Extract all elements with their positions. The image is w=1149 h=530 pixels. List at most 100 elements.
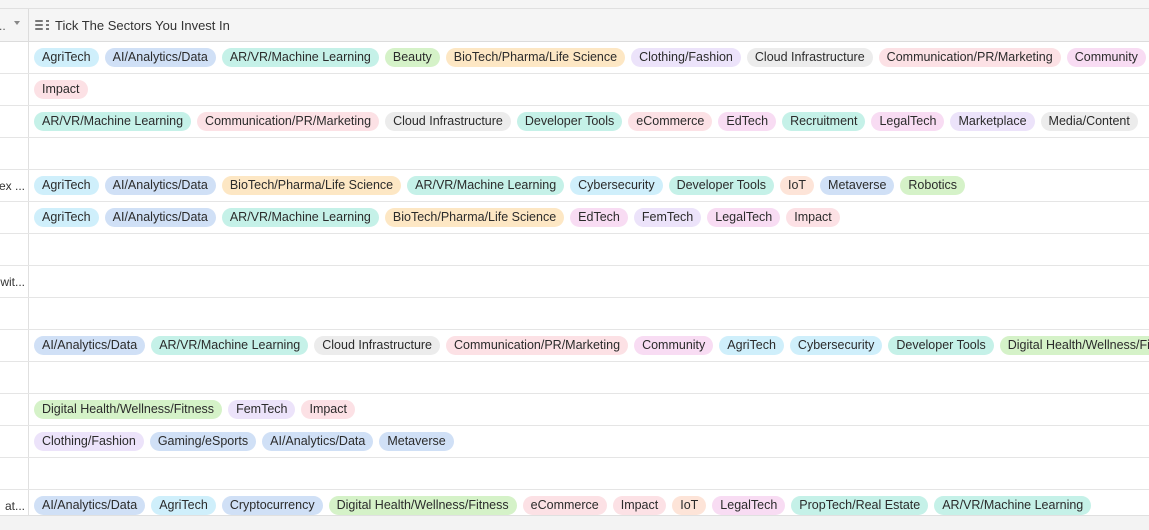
sector-tag: Community — [1066, 48, 1146, 67]
sector-tag: IoT — [779, 176, 815, 195]
previous-column-cell[interactable]: wit... — [0, 266, 29, 297]
sector-tag: Impact — [612, 496, 667, 515]
sector-tag: Cloud Infrastructure — [314, 336, 441, 355]
table-row[interactable] — [0, 234, 1149, 266]
sector-tag: EdTech — [718, 112, 777, 131]
previous-column-cell[interactable] — [0, 106, 29, 137]
sector-tag: Digital Health/Wellness/Fitness — [34, 400, 223, 419]
table-row[interactable] — [0, 298, 1149, 330]
sector-tag: LegalTech — [871, 112, 945, 131]
previous-column-cell[interactable] — [0, 138, 29, 169]
table-row[interactable]: AR/VR/Machine Learning Communication/PR/M… — [0, 106, 1149, 138]
table-row[interactable] — [0, 362, 1149, 394]
sector-tag: AR/VR/Machine Learning — [34, 112, 192, 131]
sector-tag: Communication/PR/Marketing — [197, 112, 380, 131]
previous-column-cell[interactable]: at... — [0, 490, 29, 521]
sector-tag: Metaverse — [820, 176, 895, 195]
horizontal-scrollbar[interactable] — [0, 515, 1149, 530]
sectors-column-header[interactable]: Tick The Sectors You Invest In — [29, 9, 1149, 41]
sectors-cell[interactable]: AR/VR/Machine Learning Communication/PR/M… — [29, 106, 1149, 137]
sector-tag: Communication/PR/Marketing — [878, 48, 1061, 67]
sector-tag: BioTech/Pharma/Life Science — [445, 48, 626, 67]
previous-column-cell[interactable] — [0, 426, 29, 457]
previous-column-cell[interactable] — [0, 298, 29, 329]
sectors-cell[interactable] — [29, 298, 1149, 329]
sectors-cell[interactable]: AI/Analytics/Data AR/VR/Machine Learning C… — [29, 330, 1149, 361]
sector-tag: AI/Analytics/Data — [104, 176, 216, 195]
top-toolbar-strip — [0, 0, 1149, 9]
sector-tag: AI/Analytics/Data — [34, 336, 146, 355]
sector-tag: Gaming/eSports — [149, 432, 257, 451]
sector-tag: Developer Tools — [888, 336, 994, 355]
sector-tag: IoT — [672, 496, 707, 515]
previous-column-header[interactable]: .. — [0, 9, 29, 41]
table-row[interactable]: wit... — [0, 266, 1149, 298]
sector-tag: AI/Analytics/Data — [104, 208, 216, 227]
table-row[interactable]: Clothing/Fashion Gaming/eSports AI/Analyti… — [0, 426, 1149, 458]
sectors-cell[interactable] — [29, 362, 1149, 393]
sector-tag: PropTech/Real Estate — [791, 496, 929, 515]
sector-tag: AgriTech — [34, 48, 99, 67]
table-row[interactable] — [0, 458, 1149, 490]
sector-tag: Cloud Infrastructure — [746, 48, 873, 67]
sector-tag: AR/VR/Machine Learning — [221, 48, 379, 67]
table-row[interactable] — [0, 138, 1149, 170]
sector-tag: Impact — [301, 400, 355, 419]
sectors-cell[interactable]: Clothing/Fashion Gaming/eSports AI/Analyti… — [29, 426, 1149, 457]
sector-tag: Cybersecurity — [570, 176, 663, 195]
sector-tag: Clothing/Fashion — [34, 432, 144, 451]
sector-tag: LegalTech — [712, 496, 786, 515]
previous-column-cell[interactable] — [0, 42, 29, 73]
table-row[interactable]: AI/Analytics/Data AR/VR/Machine Learning C… — [0, 330, 1149, 362]
cell-text: ex ... — [0, 179, 25, 193]
previous-column-cell[interactable] — [0, 362, 29, 393]
sector-tag: Marketplace — [950, 112, 1035, 131]
previous-column-cell[interactable] — [0, 458, 29, 489]
sector-tag: Cryptocurrency — [221, 496, 323, 515]
previous-column-cell[interactable] — [0, 330, 29, 361]
cell-text: wit... — [0, 275, 25, 289]
sector-tag: AR/VR/Machine Learning — [151, 336, 309, 355]
previous-column-cell[interactable] — [0, 234, 29, 265]
sector-tag: Digital Health/Wellness/Fitness — [328, 496, 517, 515]
sector-tag: Cloud Infrastructure — [385, 112, 511, 131]
sectors-cell[interactable] — [29, 138, 1149, 169]
sector-tag: Developer Tools — [668, 176, 774, 195]
sector-tag: eCommerce — [628, 112, 713, 131]
sectors-cell[interactable]: AgriTech AI/Analytics/Data AR/VR/Machine L… — [29, 42, 1149, 73]
sector-tag: LegalTech — [707, 208, 781, 227]
table-row[interactable]: Impact — [0, 74, 1149, 106]
cell-text: at... — [4, 499, 25, 513]
sectors-cell[interactable] — [29, 458, 1149, 489]
sector-tag: FemTech — [633, 208, 702, 227]
sector-tag: AI/Analytics/Data — [262, 432, 374, 451]
sector-tag: Impact — [786, 208, 840, 227]
sector-tag: AR/VR/Machine Learning — [934, 496, 1092, 515]
sectors-cell[interactable]: Impact — [29, 74, 1149, 105]
sector-tag: Beauty — [384, 48, 440, 67]
sectors-cell[interactable] — [29, 266, 1149, 297]
grid-header: .. Tick The Sectors You Invest In — [0, 9, 1149, 42]
sector-tag: AI/Analytics/Data — [104, 48, 216, 67]
previous-column-title: .. — [0, 19, 6, 33]
table-row[interactable]: AgriTech AI/Analytics/Data AR/VR/Machine L… — [0, 42, 1149, 74]
previous-column-cell[interactable] — [0, 394, 29, 425]
previous-column-cell[interactable] — [0, 202, 29, 233]
previous-column-cell[interactable] — [0, 74, 29, 105]
sector-tag: EdTech — [570, 208, 628, 227]
sectors-cell[interactable] — [29, 234, 1149, 265]
sector-tag: AgriTech — [34, 208, 99, 227]
sector-tag: AgriTech — [34, 176, 99, 195]
chevron-down-icon[interactable] — [14, 21, 20, 25]
sector-tag: Communication/PR/Marketing — [446, 336, 629, 355]
sector-tag: AgriTech — [151, 496, 216, 515]
previous-column-cell[interactable]: ex ... — [0, 170, 29, 201]
